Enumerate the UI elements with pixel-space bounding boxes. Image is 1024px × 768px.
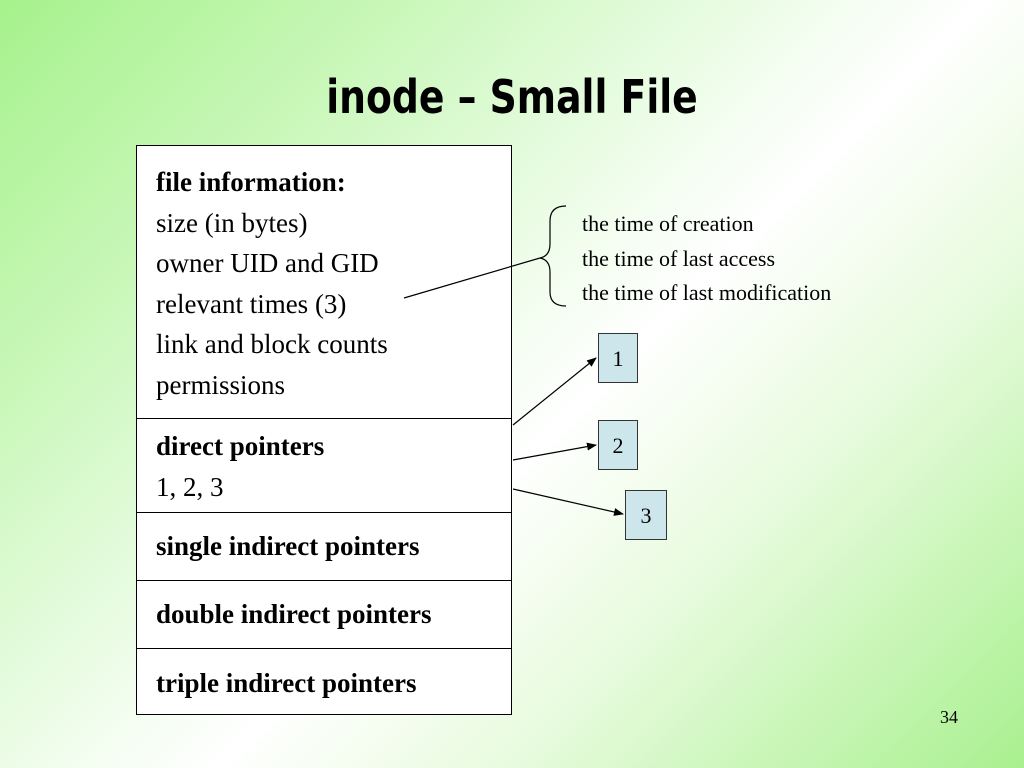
time-of-creation: the time of creation [582,211,754,236]
block-3-arrow [512,488,624,516]
times-brace [539,205,567,307]
time-of-last-modification: the time of last modification [582,280,832,305]
direct-pointers-section: direct pointers 1, 2, 3 [137,419,511,513]
single-indirect-section: single indirect pointers [137,513,511,581]
block-2-arrow [512,442,597,461]
times-connector-line [403,257,541,299]
times-list: the time of creation the time of last ac… [582,207,831,311]
file-info-line-times: relevant times (3) [156,288,347,319]
file-info-line-permissions: permissions [156,369,286,400]
file-information-section: file information: size (in bytes) owner … [137,146,511,419]
file-information-heading: file information: [156,167,346,197]
page-number: 34 [940,707,958,727]
direct-pointers-value: 1, 2, 3 [156,471,224,502]
file-info-line-owner: owner UID and GID [156,248,379,278]
single-indirect-label: single indirect pointers [156,531,420,561]
data-block-2: 2 [598,420,638,470]
direct-pointers-heading: direct pointers [156,431,325,461]
double-indirect-label: double indirect pointers [156,599,432,629]
file-info-line-size: size (in bytes) [156,207,308,238]
block-1-arrow [512,357,597,426]
time-of-last-access: the time of last access [582,245,776,271]
double-indirect-section: double indirect pointers [137,581,511,649]
slide-title: inode – Small File [326,70,698,124]
data-block-3: 3 [625,490,667,540]
data-block-1: 1 [598,333,638,383]
triple-indirect-section: triple indirect pointers [137,649,511,716]
triple-indirect-label: triple indirect pointers [156,668,417,698]
file-info-line-counts: link and block counts [156,329,388,359]
inode-box: file information: size (in bytes) owner … [136,145,512,715]
